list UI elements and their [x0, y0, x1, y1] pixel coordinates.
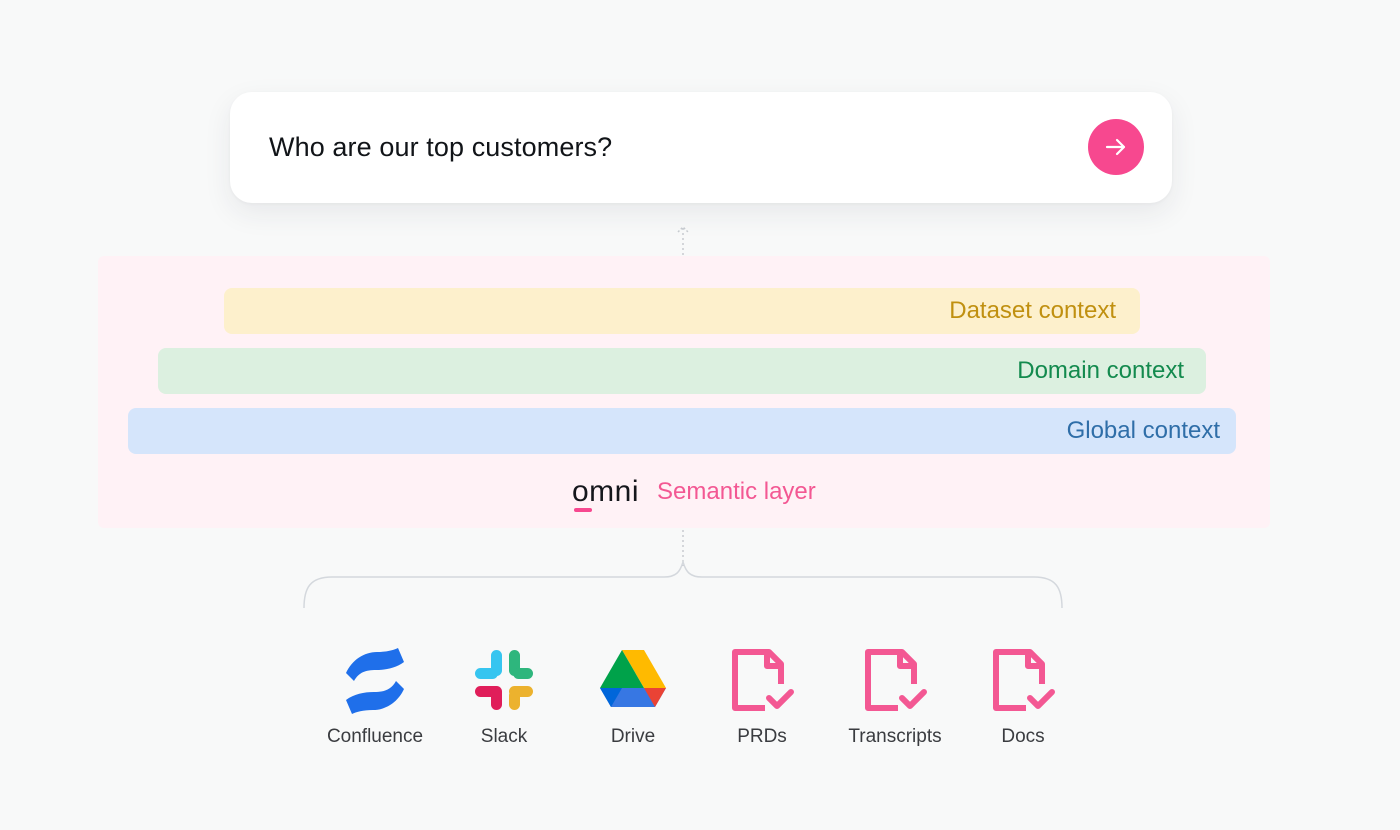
source-label: Drive [610, 726, 656, 747]
semantic-layer-label: Semantic layer [657, 478, 816, 505]
google-drive-icon [600, 650, 666, 707]
global-context-band: Global context [128, 408, 1236, 454]
source-prds[interactable]: PRDs [697, 646, 827, 748]
omni-logo: omni [572, 475, 640, 512]
source-drive[interactable]: Drive [568, 646, 698, 748]
omni-logo-accent [574, 508, 592, 512]
document-check-icon [993, 649, 1055, 711]
confluence-icon [346, 648, 404, 714]
source-confluence[interactable]: Confluence [310, 646, 440, 748]
document-check-icon [732, 649, 794, 711]
source-docs[interactable]: Docs [958, 646, 1088, 748]
question-card: Who are our top customers? [230, 92, 1172, 203]
source-transcripts[interactable]: Transcripts [830, 646, 960, 748]
source-label: Slack [480, 726, 528, 747]
source-label: Confluence [326, 726, 424, 747]
sources-row: Confluence Slack Drive [310, 646, 1090, 756]
arrow-right-icon [1105, 138, 1126, 156]
question-input[interactable]: Who are our top customers? [269, 132, 613, 162]
domain-context-band: Domain context [158, 348, 1206, 394]
domain-context-label: Domain context [1017, 357, 1184, 384]
up-connector-arrow [677, 225, 689, 256]
global-context-label: Global context [1066, 417, 1220, 444]
dataset-context-band: Dataset context [224, 288, 1140, 334]
source-label: PRDs [737, 726, 787, 747]
omni-logo-text: omni [572, 475, 640, 508]
document-check-icon [865, 649, 927, 711]
source-label: Transcripts [848, 726, 942, 747]
slack-icon [475, 650, 533, 710]
context-panel: Dataset context Domain context Global co… [98, 256, 1270, 528]
source-label: Docs [1001, 726, 1045, 747]
source-slack[interactable]: Slack [439, 646, 569, 748]
sources-brace-connector [303, 530, 1063, 609]
semantic-layer-row: omni Semantic layer [572, 472, 816, 512]
submit-button[interactable] [1088, 119, 1144, 175]
dataset-context-label: Dataset context [949, 297, 1116, 324]
